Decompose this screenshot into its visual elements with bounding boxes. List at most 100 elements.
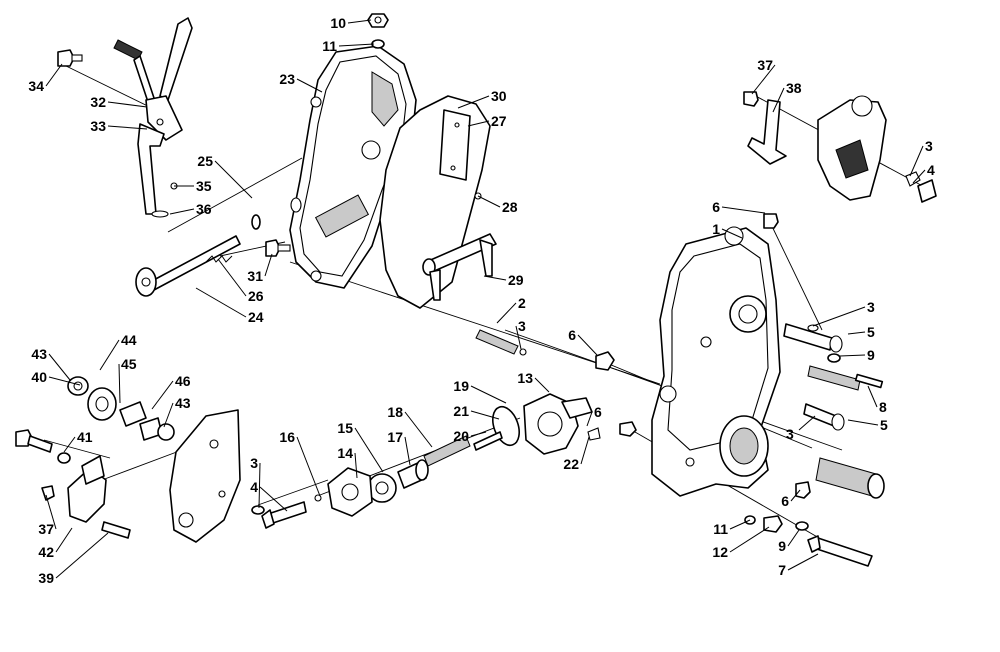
adjuster-cap	[367, 473, 397, 503]
callout-leader-c9b	[787, 529, 800, 547]
callout-leader-c43b	[163, 402, 174, 428]
callout-leader-c37b	[45, 494, 57, 530]
callout-label-c25: 25	[197, 153, 213, 169]
callout-leader-c24	[195, 287, 247, 318]
tensioner-housing	[523, 393, 593, 455]
callout-label-c3b: 3	[518, 318, 526, 334]
callout-label-c32: 32	[90, 94, 106, 110]
callout-label-c31: 31	[247, 268, 263, 284]
callout-leader-c34	[45, 63, 63, 87]
shaft-washer	[251, 197, 302, 230]
callout-leader-c6a	[721, 206, 766, 214]
callout-label-c30: 30	[491, 88, 507, 104]
callout-label-c43b: 43	[175, 395, 191, 411]
lower-right-fasteners	[744, 515, 873, 567]
callout-leader-c39	[55, 532, 109, 579]
callout-leader-c22	[580, 436, 590, 465]
callout-leader-c42	[55, 527, 73, 553]
pulley-group	[67, 376, 175, 441]
callout-leader-c3d	[798, 415, 816, 431]
callout-label-c42: 42	[38, 544, 54, 560]
callout-label-c27: 27	[491, 113, 507, 129]
lower-cover-bolt	[251, 501, 307, 529]
callout-label-c29: 29	[508, 272, 524, 288]
callout-label-c14: 14	[337, 445, 353, 461]
callout-leader-c19	[470, 385, 507, 404]
callout-label-c9a: 9	[867, 347, 875, 363]
callout-label-c38: 38	[786, 80, 802, 96]
callout-leader-c23	[296, 78, 323, 93]
callout-label-c11a: 11	[322, 38, 337, 54]
callout-label-c10: 10	[330, 15, 346, 31]
callout-label-c3a: 3	[925, 138, 933, 154]
callout-leader-c14	[354, 452, 358, 479]
callout-label-c6a: 6	[712, 199, 720, 215]
callout-label-c15: 15	[337, 420, 353, 436]
callout-label-c13: 13	[517, 370, 533, 386]
callout-label-c39: 39	[38, 570, 54, 586]
callout-leader-c1	[721, 228, 743, 239]
callout-label-c40: 40	[31, 369, 47, 385]
callout-label-c26: 26	[248, 288, 264, 304]
callout-label-c18: 18	[387, 404, 403, 420]
callout-leader-c45	[118, 363, 121, 404]
pulley-bracket	[41, 455, 131, 539]
inspection-plate	[439, 109, 471, 181]
callout-label-c45: 45	[121, 356, 137, 372]
callout-leader-c26	[217, 258, 247, 297]
callout-label-c34: 34	[28, 78, 44, 94]
callout-label-c44: 44	[121, 332, 137, 348]
callout-leader-c15	[354, 427, 384, 473]
callout-label-c5b: 5	[880, 417, 888, 433]
small-screw	[314, 494, 322, 502]
callout-label-c6b: 6	[568, 327, 576, 343]
callout-leader-c6b	[577, 334, 598, 356]
callout-label-c4b: 4	[250, 479, 258, 495]
callout-label-c41: 41	[77, 429, 93, 445]
callout-leader-c30	[457, 95, 490, 109]
callout-leaders	[45, 19, 926, 579]
adjuster-cylinder	[397, 459, 429, 489]
callout-leader-c5b	[847, 419, 879, 426]
sensor-bracket	[743, 91, 787, 165]
callout-label-c3e: 3	[250, 455, 258, 471]
callout-label-c6c: 6	[594, 404, 602, 420]
callout-label-c37a: 37	[757, 57, 773, 73]
callout-label-c12: 12	[712, 544, 728, 560]
callout-leader-c4a	[912, 169, 926, 184]
callout-leader-c16	[296, 436, 321, 497]
callout-label-c17: 17	[387, 429, 403, 445]
callout-leader-c36	[169, 208, 195, 215]
callout-leader-c33	[107, 125, 148, 130]
callout-leader-c37a	[751, 64, 776, 95]
callout-label-c1: 1	[712, 221, 720, 237]
brake-lever	[113, 17, 193, 215]
brake-shaft	[135, 235, 241, 297]
callout-leader-c29	[483, 275, 507, 281]
callout-leader-c11b	[729, 519, 751, 530]
callout-label-c19: 19	[453, 378, 469, 394]
callout-label-c36: 36	[196, 201, 212, 217]
callout-label-c24: 24	[248, 309, 264, 325]
callout-leader-c41	[63, 436, 76, 453]
callout-label-c43a: 43	[31, 346, 47, 362]
callout-label-c35: 35	[196, 178, 212, 194]
callout-label-c7: 7	[778, 562, 786, 578]
callout-leader-c18	[404, 411, 433, 448]
callout-label-c6d: 6	[781, 493, 789, 509]
lower-left-cover	[169, 409, 241, 543]
sensor-housing	[817, 95, 937, 203]
callout-label-c20: 20	[453, 428, 469, 444]
callout-label-c46: 46	[175, 373, 191, 389]
callout-leader-c3e	[258, 462, 261, 509]
callout-leader-c6c	[586, 411, 593, 427]
callout-label-c28: 28	[502, 199, 518, 215]
callout-label-c23: 23	[279, 71, 295, 87]
callout-label-c2: 2	[518, 295, 526, 311]
adjuster-plate	[327, 467, 373, 517]
callout-leader-c8	[867, 385, 878, 408]
tensioner-bolt	[475, 329, 527, 356]
shaft-spring	[205, 255, 233, 263]
callout-leader-c10	[347, 19, 372, 24]
